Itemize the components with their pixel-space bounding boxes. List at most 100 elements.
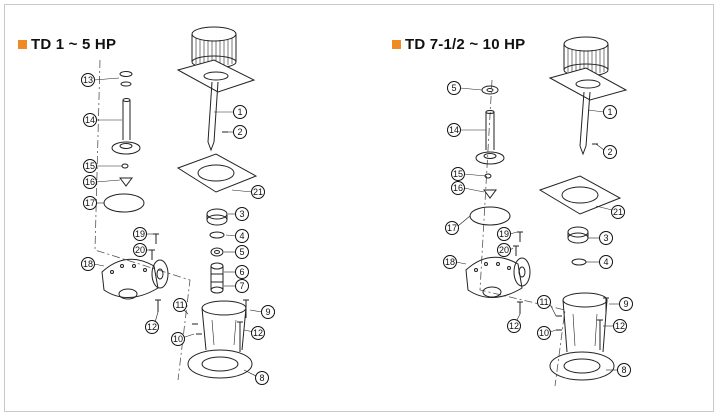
callout-left-11: 11: [173, 298, 187, 312]
callout-circle: [617, 363, 631, 377]
callout-number: 21: [613, 207, 623, 217]
callout-left-8: 8: [255, 371, 269, 385]
callout-number: 4: [603, 257, 608, 267]
callout-right-8: 8: [617, 363, 631, 377]
large-o-ring: [103, 193, 145, 213]
callout-number: 8: [621, 365, 626, 375]
seal: [210, 247, 224, 257]
callout-circle: [443, 255, 457, 269]
callout-right-3: 3: [599, 231, 613, 245]
small-ring: [120, 81, 132, 87]
callout-number: 15: [453, 169, 463, 179]
callout-left-19: 19: [133, 227, 147, 241]
callout-circle: [611, 205, 625, 219]
motor-shaft: [579, 91, 591, 147]
callout-number: 9: [623, 299, 628, 309]
callout-circle: [447, 81, 461, 95]
callout-number: 9: [265, 307, 270, 317]
callout-number: 3: [603, 233, 608, 243]
callout-right-15: 15: [451, 167, 465, 181]
callout-circle: [255, 371, 269, 385]
callout-number: 13: [83, 75, 93, 85]
callout-number: 16: [453, 183, 463, 193]
callout-right-11: 11: [537, 295, 551, 309]
callout-left-6: 6: [235, 265, 249, 279]
callout-circle: [235, 279, 249, 293]
callout-circle: [497, 227, 511, 241]
callout-right-17: 17: [445, 221, 459, 235]
callout-circle: [235, 207, 249, 221]
callout-number: 8: [259, 373, 264, 383]
callout-number: 11: [539, 297, 548, 307]
callout-right-4: 4: [599, 255, 613, 269]
callout-left-17: 17: [83, 196, 97, 210]
callout-circle: [603, 145, 617, 159]
pump-casing: [465, 256, 531, 298]
callout-number: 20: [499, 245, 509, 255]
callout-left-12b: 12: [145, 320, 159, 334]
callout-right-5: 5: [447, 81, 461, 95]
callout-right-21: 21: [611, 205, 625, 219]
callout-number: 3: [239, 209, 244, 219]
motor-flange: [176, 59, 256, 93]
callout-number: 5: [239, 247, 244, 257]
title-td-1-5-text: TD 1 ~ 5 HP: [31, 36, 117, 53]
callout-number: 12: [509, 321, 519, 331]
assembly-guide-line: [94, 59, 191, 381]
motor-body: [191, 26, 237, 69]
callout-right-12b: 12: [507, 319, 521, 333]
callout-number: 1: [237, 107, 242, 117]
callout-circle: [497, 243, 511, 257]
long-bolt: [597, 319, 603, 350]
callout-number: 17: [447, 223, 457, 233]
callout-left-20: 20: [133, 243, 147, 257]
callout-left-13: 13: [81, 73, 95, 87]
callout-circle: [451, 181, 465, 195]
small-ring: [119, 71, 133, 77]
callout-right-16: 16: [451, 181, 465, 195]
title-td-7-10-text: TD 7-1/2 ~ 10 HP: [405, 36, 526, 53]
callout-circle: [447, 123, 461, 137]
callout-left-12a: 12: [251, 326, 265, 340]
callout-circle: [599, 231, 613, 245]
callout-circle: [619, 297, 633, 311]
motor-body: [563, 36, 609, 77]
callout-left-15: 15: [83, 159, 97, 173]
left-exploded-view: [93, 26, 263, 381]
callout-circle: [537, 326, 551, 340]
callout-left-3: 3: [235, 207, 249, 221]
large-o-ring: [469, 206, 511, 226]
leader-lines: [455, 87, 620, 371]
callout-circle: [233, 105, 247, 119]
callout-right-18: 18: [443, 255, 457, 269]
callout-number: 19: [499, 229, 509, 239]
callout-number: 21: [253, 187, 263, 197]
callout-circle: [507, 319, 521, 333]
callout-circle: [451, 167, 465, 181]
impeller-shaft: [485, 112, 495, 150]
callout-number: 14: [85, 115, 95, 125]
bearing: [567, 226, 589, 238]
callout-number: 12: [615, 321, 625, 331]
callout-circle: [83, 113, 97, 127]
callout-circle: [83, 196, 97, 210]
callout-right-20: 20: [497, 243, 511, 257]
callout-left-21: 21: [251, 185, 265, 199]
seal: [481, 85, 499, 95]
callout-left-4: 4: [235, 229, 249, 243]
callout-number: 14: [449, 125, 459, 135]
callout-circle: [235, 245, 249, 259]
pump-casing: [101, 258, 169, 300]
callout-number: 11: [175, 300, 184, 310]
callout-circle: [133, 227, 147, 241]
motor-flange: [548, 67, 628, 101]
callout-circle: [83, 175, 97, 189]
gasket-plate: [538, 175, 622, 215]
callout-circle: [235, 265, 249, 279]
callout-circle: [235, 229, 249, 243]
callout-number: 4: [239, 231, 244, 241]
callout-number: 16: [85, 177, 95, 187]
callout-right-2: 2: [603, 145, 617, 159]
right-exploded-view: [455, 36, 628, 387]
